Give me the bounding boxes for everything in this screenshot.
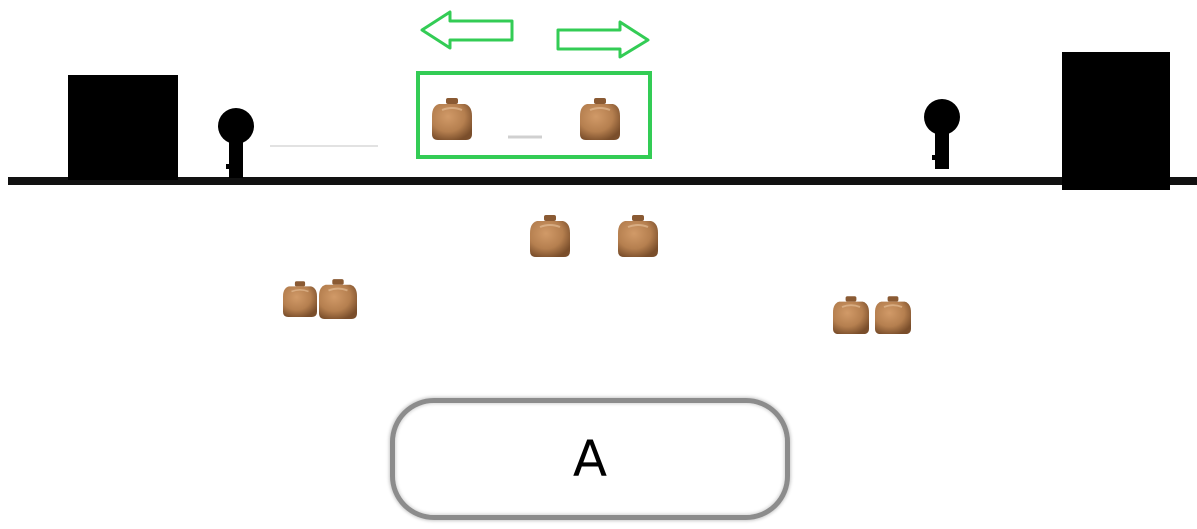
weight-icon[interactable]: [617, 214, 659, 258]
left-peg-icon: [218, 108, 254, 178]
weight-icon[interactable]: [579, 97, 621, 141]
weight-icon[interactable]: [431, 97, 473, 141]
weight-icon[interactable]: [832, 295, 870, 335]
weight-icon[interactable]: [282, 280, 318, 318]
arrow-right-icon[interactable]: [556, 20, 650, 59]
answer-option-label: A: [572, 430, 608, 488]
answer-option-button[interactable]: A: [390, 398, 790, 520]
right-peg-icon: [924, 99, 960, 169]
weight-icon[interactable]: [874, 295, 912, 335]
weight-icon[interactable]: [529, 214, 571, 258]
arrow-left-icon[interactable]: [420, 10, 514, 50]
weight-icon[interactable]: [318, 278, 358, 320]
highlight-box[interactable]: [416, 71, 652, 159]
right-block: [1062, 52, 1170, 190]
left-block: [68, 75, 178, 180]
ground-beam: [8, 177, 1197, 185]
